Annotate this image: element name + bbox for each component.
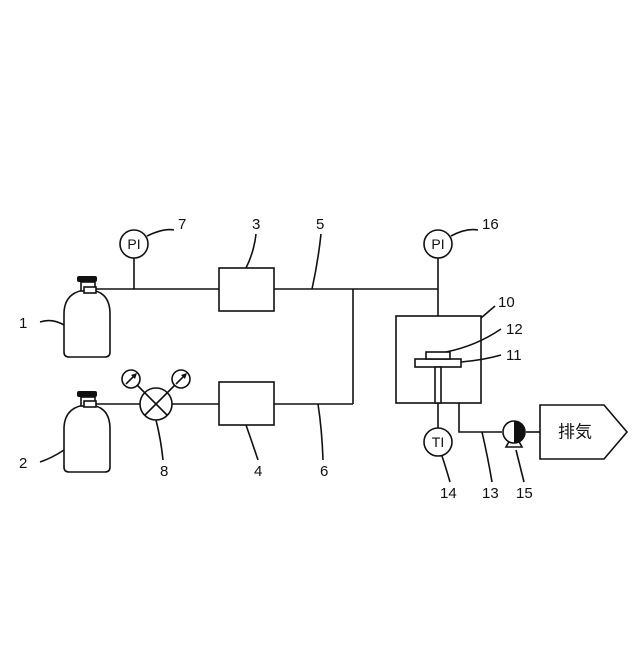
ref-number-14: 14 — [440, 485, 457, 502]
leader-5 — [312, 234, 321, 289]
cylinder-handle — [77, 276, 97, 282]
cylinder-outlet — [84, 401, 96, 407]
leader-13 — [482, 432, 492, 482]
pi-label: PI — [431, 236, 444, 252]
leader-14 — [442, 456, 450, 482]
ref-number-7: 7 — [178, 216, 186, 233]
flow-controller-4 — [219, 382, 274, 425]
ref-number-11: 11 — [506, 347, 522, 364]
substrate-holder-11 — [415, 359, 461, 367]
ref-number-4: 4 — [254, 463, 262, 480]
leader-2 — [40, 450, 64, 462]
pipe-13 — [459, 403, 502, 432]
pi-label: PI — [127, 236, 140, 252]
cylinder-body — [64, 290, 110, 357]
cylinder-outlet — [84, 287, 96, 293]
leader-16 — [451, 230, 478, 236]
gas-cylinder-1 — [64, 276, 110, 357]
leader-10 — [481, 306, 495, 318]
pressure-indicator-16: PI — [424, 230, 452, 258]
ref-number-16: 16 — [482, 216, 499, 233]
ref-number-3: 3 — [252, 216, 260, 233]
gas-cylinder-2 — [64, 391, 110, 472]
leader-15 — [516, 450, 524, 482]
flow-controller-3 — [219, 268, 274, 311]
ref-number-13: 13 — [482, 485, 499, 502]
reactor-chamber-10 — [396, 316, 481, 403]
leader-8 — [156, 420, 163, 460]
cylinder-handle — [77, 391, 97, 397]
ti-label: TI — [432, 434, 444, 450]
pump-15 — [503, 421, 525, 447]
leader-7 — [147, 230, 174, 236]
ref-number-10: 10 — [498, 294, 515, 311]
exhaust-arrow: 排気 — [540, 405, 627, 459]
leader-4 — [246, 425, 258, 460]
cylinder-body — [64, 405, 110, 472]
sample-12 — [426, 352, 450, 359]
pump-impeller — [514, 421, 525, 443]
temperature-indicator-14: TI — [424, 428, 452, 456]
ref-number-12: 12 — [506, 321, 523, 338]
pressure-indicator-7: PI — [120, 230, 148, 258]
ref-number-5: 5 — [316, 216, 324, 233]
ref-number-15: 15 — [516, 485, 533, 502]
ref-number-8: 8 — [160, 463, 168, 480]
leader-6 — [318, 404, 323, 460]
exhaust-label: 排気 — [558, 423, 592, 442]
leader-3 — [246, 234, 256, 268]
holder-shaft — [435, 367, 441, 403]
pressure-regulator-8 — [122, 370, 190, 420]
ref-number-6: 6 — [320, 463, 328, 480]
leader-1 — [40, 321, 64, 325]
ref-number-1: 1 — [19, 315, 27, 332]
ref-number-2: 2 — [19, 455, 27, 472]
